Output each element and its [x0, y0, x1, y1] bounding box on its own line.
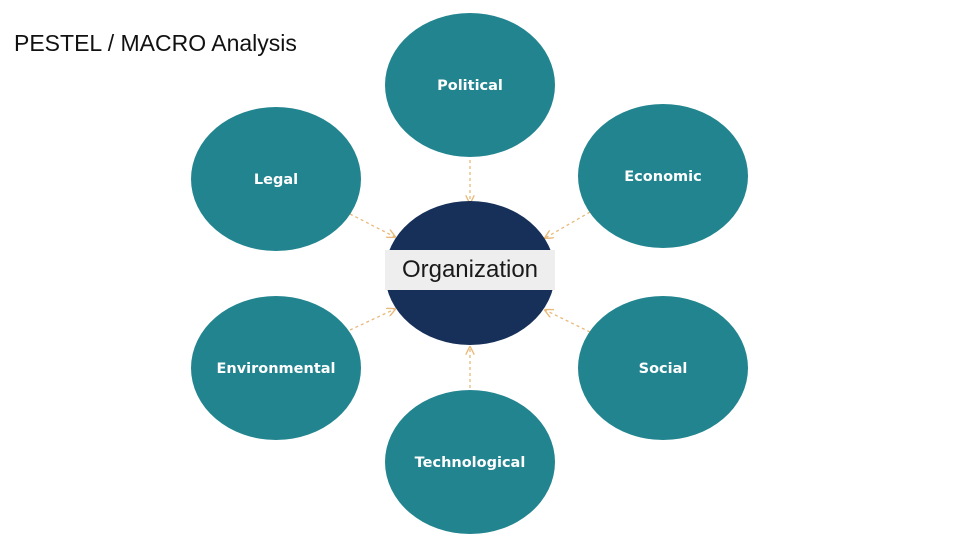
node-legal: Legal	[191, 107, 361, 251]
slide-title: PESTEL / MACRO Analysis	[14, 30, 297, 56]
node-technological-label: Technological	[415, 455, 526, 471]
node-social: Social	[578, 296, 748, 440]
node-legal-label: Legal	[254, 172, 298, 188]
connector-arrows	[349, 160, 591, 388]
node-technological: Technological	[385, 390, 555, 534]
node-political: Political	[385, 13, 555, 157]
arrow-environmental	[349, 309, 395, 331]
node-political-shape	[385, 13, 555, 157]
arrow-legal	[349, 213, 395, 237]
node-social-shape	[578, 296, 748, 440]
node-economic: Economic	[578, 104, 748, 248]
node-technological-shape	[385, 390, 555, 534]
node-environmental-shape	[191, 296, 361, 440]
center-node-label: Organization	[385, 250, 555, 290]
node-environmental: Environmental	[191, 296, 361, 440]
arrow-economic	[545, 211, 591, 238]
node-legal-shape	[191, 107, 361, 251]
arrow-social	[545, 310, 591, 333]
node-social-label: Social	[639, 361, 688, 377]
node-environmental-label: Environmental	[216, 361, 335, 377]
node-political-label: Political	[437, 78, 503, 94]
node-economic-label: Economic	[624, 169, 701, 185]
node-economic-shape	[578, 104, 748, 248]
